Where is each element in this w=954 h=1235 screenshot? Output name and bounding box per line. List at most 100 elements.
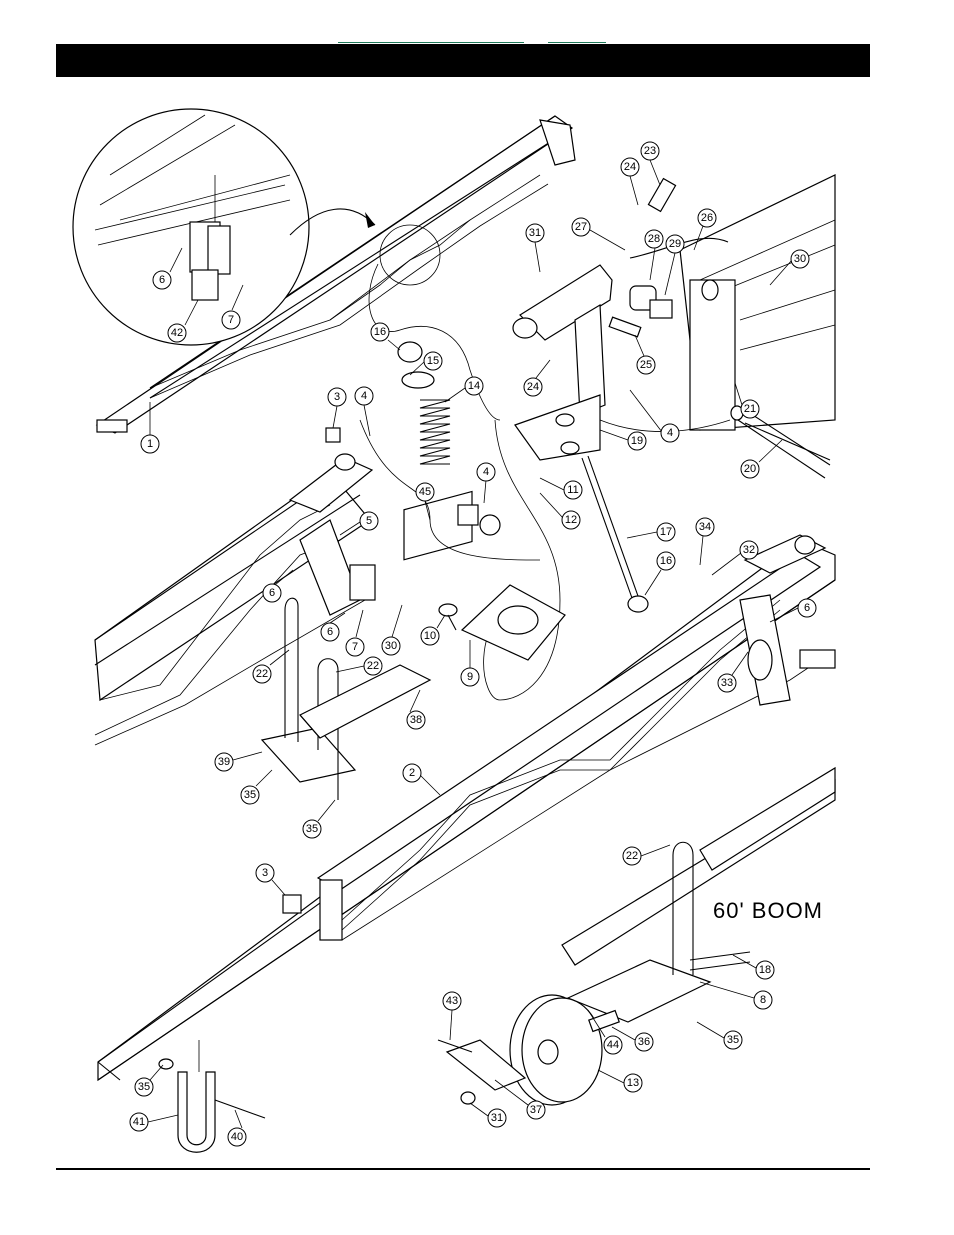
svg-text:22: 22 — [367, 660, 379, 672]
svg-text:16: 16 — [374, 326, 386, 338]
svg-text:1: 1 — [147, 438, 153, 450]
callout-4-a: 4 — [355, 387, 373, 436]
svg-text:25: 25 — [640, 359, 652, 371]
footer-rule — [56, 1168, 870, 1170]
callout-38: 38 — [407, 690, 425, 729]
callout-25: 25 — [635, 335, 655, 374]
svg-text:36: 36 — [638, 1036, 650, 1048]
svg-text:18: 18 — [759, 964, 771, 976]
callout-11: 11 — [540, 478, 582, 499]
callout-3-lower: 3 — [256, 864, 285, 895]
callout-17: 17 — [627, 523, 675, 541]
callout-35-a: 35 — [241, 770, 272, 804]
callout-43: 43 — [443, 992, 461, 1040]
svg-text:4: 4 — [667, 427, 673, 439]
svg-text:44: 44 — [607, 1039, 619, 1051]
boom-label: 60' BOOM — [713, 898, 823, 923]
svg-text:24: 24 — [624, 161, 636, 173]
callout-14: 14 — [445, 377, 483, 402]
svg-text:31: 31 — [491, 1112, 503, 1124]
svg-text:24: 24 — [527, 381, 539, 393]
svg-text:13: 13 — [627, 1077, 639, 1089]
svg-text:22: 22 — [256, 668, 268, 680]
svg-text:4: 4 — [483, 466, 489, 478]
svg-text:35: 35 — [138, 1081, 150, 1093]
svg-text:4: 4 — [361, 390, 367, 402]
callout-34: 34 — [696, 518, 714, 565]
svg-text:3: 3 — [334, 391, 340, 403]
svg-text:6: 6 — [804, 602, 810, 614]
slide-plate — [439, 585, 565, 660]
callout-27: 27 — [572, 218, 625, 250]
callout-32: 32 — [712, 541, 758, 575]
callout-23: 23 — [641, 142, 660, 185]
svg-text:6: 6 — [327, 626, 333, 638]
svg-text:11: 11 — [567, 484, 578, 496]
svg-text:15: 15 — [427, 355, 439, 367]
svg-text:6: 6 — [269, 587, 275, 599]
callout-7-main: 7 — [346, 610, 364, 656]
svg-text:23: 23 — [644, 145, 656, 157]
callout-30-lower: 30 — [382, 605, 402, 655]
svg-text:17: 17 — [660, 526, 672, 538]
callout-9: 9 — [461, 640, 479, 686]
plug-3-upper — [326, 428, 340, 442]
svg-text:8: 8 — [760, 994, 766, 1006]
svg-text:30: 30 — [385, 640, 397, 652]
svg-text:21: 21 — [744, 403, 756, 415]
callout-6-mid: 6 — [321, 613, 345, 641]
svg-text:31: 31 — [529, 227, 541, 239]
svg-text:6: 6 — [159, 274, 165, 286]
callout-22-mid: 22 — [336, 657, 382, 675]
svg-text:32: 32 — [743, 544, 755, 556]
callout-3-upper: 3 — [328, 388, 346, 428]
svg-text:39: 39 — [218, 756, 230, 768]
pin-20 — [745, 423, 830, 460]
svg-text:20: 20 — [744, 463, 756, 475]
detail-magnifier — [73, 109, 440, 345]
callout-2: 2 — [403, 764, 440, 795]
svg-text:29: 29 — [669, 238, 681, 250]
callout-18: 18 — [733, 955, 774, 979]
svg-text:7: 7 — [228, 314, 234, 326]
callout-24-lower: 24 — [524, 360, 550, 396]
svg-text:19: 19 — [631, 435, 643, 447]
svg-text:16: 16 — [660, 555, 672, 567]
callout-20: 20 — [741, 440, 782, 478]
callout-19: 19 — [600, 430, 646, 450]
svg-text:27: 27 — [575, 221, 587, 233]
svg-text:10: 10 — [424, 630, 436, 642]
svg-text:5: 5 — [366, 515, 372, 527]
svg-text:28: 28 — [648, 233, 660, 245]
svg-text:42: 42 — [171, 327, 183, 339]
svg-text:43: 43 — [446, 995, 458, 1007]
spring-assembly — [398, 342, 500, 560]
plug-3 — [283, 895, 301, 913]
callout-31-upper: 31 — [526, 224, 544, 272]
svg-text:33: 33 — [721, 677, 733, 689]
callout-41: 41 — [130, 1113, 178, 1131]
callout-4-b: 4 — [477, 463, 495, 503]
svg-text:35: 35 — [727, 1034, 739, 1046]
svg-text:7: 7 — [352, 641, 358, 653]
tie-rod — [582, 456, 648, 612]
svg-text:14: 14 — [468, 380, 480, 392]
svg-text:41: 41 — [133, 1116, 145, 1128]
callout-16-upper: 16 — [371, 323, 400, 350]
svg-text:35: 35 — [306, 823, 318, 835]
svg-text:35: 35 — [244, 789, 256, 801]
svg-text:26: 26 — [701, 212, 713, 224]
svg-text:9: 9 — [467, 671, 473, 683]
callout-39: 39 — [215, 752, 262, 771]
callout-28: 28 — [645, 230, 663, 280]
callout-35-b: 35 — [303, 800, 335, 838]
svg-text:12: 12 — [565, 514, 577, 526]
callout-40: 40 — [228, 1110, 246, 1146]
svg-text:2: 2 — [409, 767, 415, 779]
callout-10: 10 — [421, 615, 445, 645]
svg-text:3: 3 — [262, 867, 268, 879]
callout-24-upper: 24 — [621, 158, 639, 205]
callout-35-d: 35 — [697, 1022, 742, 1049]
svg-text:45: 45 — [419, 486, 431, 498]
